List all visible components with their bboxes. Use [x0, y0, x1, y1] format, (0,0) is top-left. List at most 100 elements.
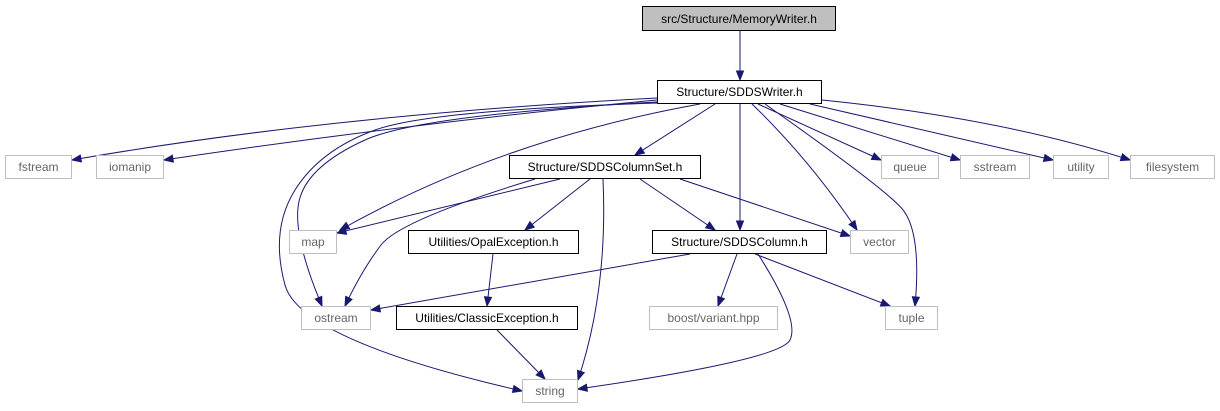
arrowhead	[535, 369, 546, 380]
node-ostream[interactable]: ostream	[301, 306, 371, 330]
node-label: ostream	[314, 311, 358, 325]
edge-sddswriter-to-fstream	[70, 97, 658, 163]
edge-line	[821, 99, 1131, 161]
arrowhead	[717, 295, 726, 308]
node-label: utility	[1067, 160, 1095, 174]
node-label: Structure/SDDSWriter.h	[676, 85, 803, 99]
edge-line	[577, 178, 605, 381]
arrowhead	[870, 152, 883, 161]
edge-classicexception-to-string	[496, 329, 546, 380]
node-sddswriter[interactable]: Structure/SDDSWriter.h	[657, 80, 822, 104]
edge-sddscolumn-to-ostream	[369, 253, 691, 313]
edge-sddswriter-to-string	[278, 102, 658, 393]
edge-line	[779, 103, 961, 161]
node-vector[interactable]: vector	[850, 230, 909, 254]
edge-line	[679, 178, 851, 237]
node-iomanip[interactable]: iomanip	[96, 155, 164, 179]
edge-line	[809, 103, 1054, 161]
arrowhead	[314, 295, 323, 308]
edge-line	[524, 178, 591, 231]
node-label: string	[535, 384, 565, 398]
edge-line	[751, 103, 858, 231]
arrowhead	[369, 304, 382, 313]
edge-sddscolumn-to-boostvariant	[717, 253, 738, 308]
edge-line	[344, 178, 536, 307]
edge-sddscolumnset-to-sddscolumn	[639, 178, 717, 231]
arrowhead	[735, 220, 745, 232]
edge-sddscolumn-to-string	[576, 253, 793, 392]
node-label: map	[301, 235, 325, 249]
node-label: boost/variant.hpp	[667, 311, 760, 325]
node-label: Structure/SDDSColumnSet.h	[527, 160, 683, 174]
edge-line	[639, 178, 716, 231]
node-label: vector	[863, 235, 896, 249]
node-string[interactable]: string	[522, 379, 578, 403]
edge-line	[370, 253, 691, 311]
arrowhead	[523, 220, 536, 231]
node-sddscolumnset[interactable]: Structure/SDDSColumnSet.h	[509, 155, 701, 179]
node-label: fstream	[18, 160, 59, 174]
node-memorywriter[interactable]: src/Structure/MemoryWriter.h	[642, 6, 836, 31]
arrowhead	[483, 296, 493, 308]
edge-line	[577, 253, 793, 390]
edge-memorywriter-to-sddswriter	[735, 31, 745, 82]
node-label: Structure/SDDSColumn.h	[671, 235, 808, 249]
edge-sddswriter-to-vector	[751, 103, 858, 232]
node-label: src/Structure/MemoryWriter.h	[661, 11, 817, 26]
edge-line	[754, 253, 891, 307]
edge-sddswriter-to-ostream	[297, 101, 658, 308]
arrowhead	[70, 154, 83, 163]
edge-line	[634, 103, 716, 156]
node-tuple[interactable]: tuple	[885, 306, 938, 330]
node-label: queue	[893, 160, 927, 174]
edge-sddscolumnset-to-ostream	[344, 178, 536, 308]
edge-line	[278, 102, 658, 392]
arrowhead	[1119, 153, 1132, 162]
node-utility[interactable]: utility	[1053, 155, 1109, 179]
edge-sddscolumnset-to-vector	[679, 178, 852, 237]
arrowhead	[911, 296, 921, 308]
edge-sddswriter-to-map	[338, 103, 701, 231]
edge-line	[339, 103, 701, 231]
node-map[interactable]: map	[289, 230, 337, 254]
node-label: iomanip	[108, 160, 152, 174]
node-queue[interactable]: queue	[881, 155, 939, 179]
arrowhead	[848, 219, 858, 232]
arrowhead	[735, 70, 745, 82]
node-sstream[interactable]: sstream	[960, 155, 1030, 179]
arrowhead	[704, 221, 717, 231]
edge-sddscolumnset-to-opalexception	[523, 178, 591, 231]
arrowhead	[1042, 153, 1055, 162]
node-label: sstream	[973, 160, 1017, 174]
edge-line	[336, 178, 561, 234]
node-label: Utilities/ClassicException.h	[415, 311, 559, 325]
edge-sddswriter-to-sddscolumn	[735, 104, 745, 232]
node-opalexception[interactable]: Utilities/OpalException.h	[408, 230, 579, 254]
node-classicexception[interactable]: Utilities/ClassicException.h	[396, 306, 578, 330]
arrowhead	[576, 383, 589, 392]
node-sddscolumn[interactable]: Structure/SDDSColumn.h	[652, 230, 827, 254]
edge-sddswriter-to-sddscolumnset	[633, 103, 716, 156]
arrowhead	[511, 384, 524, 393]
edge-opalexception-to-classicexception	[483, 253, 494, 308]
node-label: filesystem	[1145, 160, 1200, 174]
arrowhead	[949, 153, 962, 162]
edge-sddswriter-to-utility	[809, 103, 1055, 162]
edge-sddswriter-to-tuple	[764, 103, 921, 308]
node-label: tuple	[898, 311, 925, 325]
arrowhead	[335, 226, 348, 235]
arrowhead	[839, 228, 852, 237]
edge-line	[71, 97, 658, 161]
arrowhead	[344, 295, 353, 308]
node-boostvariant[interactable]: boost/variant.hpp	[649, 306, 778, 330]
edge-sddscolumn-to-tuple	[754, 253, 892, 307]
node-filesystem[interactable]: filesystem	[1130, 155, 1215, 179]
edge-sddscolumnset-to-string	[576, 178, 605, 382]
edge-sddswriter-to-filesystem	[821, 99, 1132, 162]
arrowhead	[162, 154, 175, 163]
edge-sddswriter-to-sstream	[779, 103, 962, 162]
node-label: Utilities/OpalException.h	[428, 235, 559, 249]
node-fstream[interactable]: fstream	[5, 155, 72, 179]
